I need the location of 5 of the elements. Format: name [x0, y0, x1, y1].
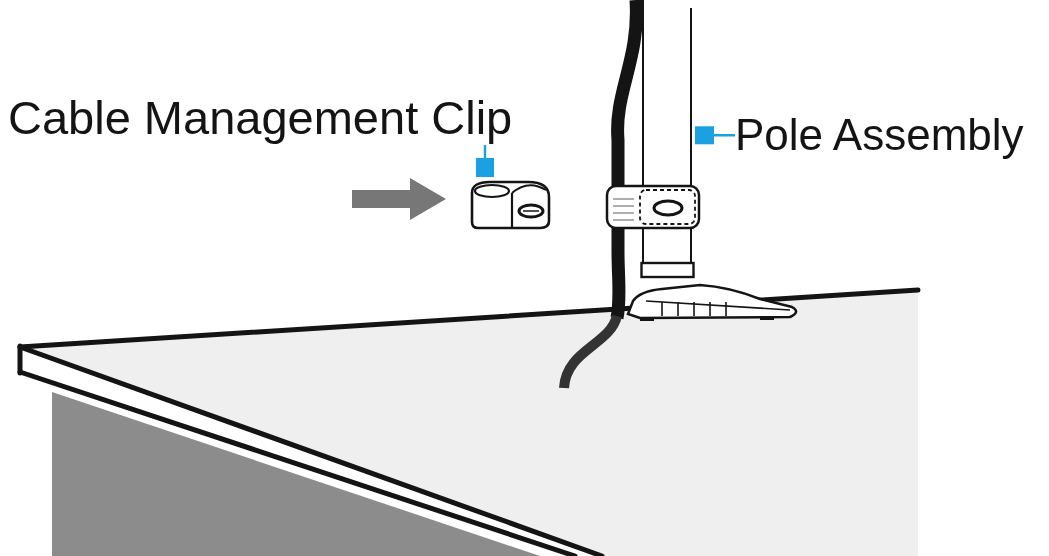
part-label: Pole Assembly — [735, 110, 1024, 161]
part-label: Cable Management Clip — [8, 91, 513, 146]
leader-line — [695, 126, 735, 145]
leader-line — [476, 145, 494, 177]
pole — [640, 0, 695, 280]
